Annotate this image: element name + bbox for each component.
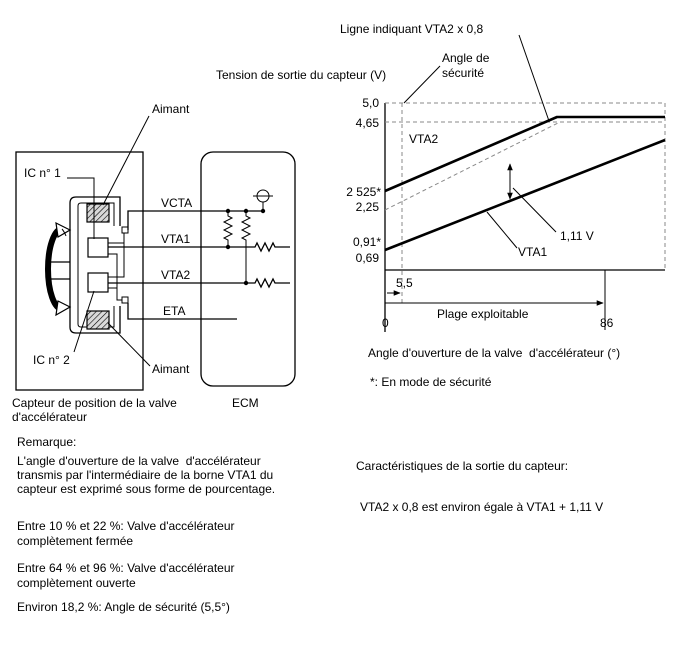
notes-closed-line: Entre 10 % et 22 %: Valve d'accélérateur — [17, 519, 235, 533]
safety-angle-label: sécurité — [442, 66, 484, 80]
notes: Remarque: L'angle d'ouverture de la valv… — [17, 435, 275, 614]
wire-vta2 — [108, 277, 290, 289]
vta2-wire-label: VTA2 — [161, 268, 190, 282]
rotation-arrow-icon — [45, 221, 72, 317]
leader-vta1 — [486, 211, 518, 249]
y-tick-label: 2 525* — [346, 185, 381, 199]
junction-dot — [225, 208, 231, 214]
wire-vta1 — [108, 241, 290, 253]
leader-line-note — [518, 34, 550, 122]
connector-pin-vcta — [121, 226, 129, 234]
vta2-curve-label: VTA2 — [409, 132, 438, 146]
vta1-curve-label: VTA1 — [518, 245, 547, 259]
notes-intro-line: L'angle d'ouverture de la valve d'accélé… — [17, 454, 261, 468]
magnet-bottom — [86, 310, 110, 330]
hall-ic-1 — [87, 237, 109, 258]
magnet-top-label: Aimant — [152, 102, 190, 116]
notes-open-line: complètement ouverte — [17, 576, 136, 590]
leader-magnet-top — [102, 115, 150, 206]
sensor-caption-line: d'accélérateur — [12, 410, 87, 424]
y-tick-label: 2,25 — [356, 200, 380, 214]
notes-closed-line: complètement fermée — [17, 534, 133, 548]
range-label: Plage exploitable — [437, 307, 529, 321]
power-supply-icon — [253, 189, 273, 211]
safety-angle-label: Angle de — [442, 51, 490, 65]
sensor-circuit: Aimant IC n° 1 VCTA VTA1 VTA2 ETA IC n° … — [12, 102, 296, 424]
junction-dot — [225, 244, 231, 250]
sensor-housing — [15, 151, 144, 391]
delta-label: 1,11 V — [560, 229, 594, 243]
ic2-label: IC n° 2 — [33, 353, 70, 367]
ic-power-bus — [108, 231, 125, 278]
leader-delta — [512, 187, 557, 233]
magnet-top — [86, 203, 110, 223]
eta-label: ETA — [163, 304, 185, 318]
vta2-x0-8-dashed-curve — [384, 121, 561, 211]
junction-dot — [243, 208, 249, 214]
leader-ic1 — [67, 177, 95, 239]
line-note-label: Ligne indiquant VTA2 x 0,8 — [340, 22, 484, 36]
notes-safety-line: Environ 18,2 %: Angle de sécurité (5,5°) — [17, 600, 230, 614]
leader-ic2 — [73, 290, 95, 353]
vta1-wire-label: VTA1 — [161, 232, 190, 246]
pullup-resistor-vta1 — [222, 211, 234, 247]
leader-safety-angle — [403, 65, 441, 104]
magnet-yoke-inner — [77, 202, 115, 328]
ic1-label: IC n° 1 — [24, 166, 61, 180]
notes-intro-line: transmis par l'intermédiaire de la borne… — [17, 468, 273, 482]
y-axis-title: Tension de sortie du capteur (V) — [216, 68, 386, 82]
characteristics: Caractéristiques de la sortie du capteur… — [356, 459, 603, 514]
graph-footnote: *: En mode de sécurité — [370, 375, 492, 389]
y-tick-label: 4,65 — [356, 116, 380, 130]
notes-title: Remarque: — [17, 435, 76, 449]
vta2-curve — [384, 115, 665, 193]
ecm-box — [200, 151, 296, 387]
leader-magnet-bottom — [107, 322, 151, 367]
notes-open-line: Entre 64 % et 96 %: Valve d'accélérateur — [17, 561, 235, 575]
sensor-caption-line: Capteur de position de la valve — [12, 396, 177, 410]
wire-vcta — [127, 210, 263, 230]
x-axis-title: Angle d'ouverture de la valve d'accéléra… — [368, 346, 620, 360]
pullup-resistor-vta2 — [240, 211, 252, 283]
vcta-label: VCTA — [161, 196, 192, 210]
ic-ground-bus — [108, 253, 124, 301]
magnet-bottom-label: Aimant — [152, 362, 190, 376]
y-tick-label: 0,91* — [353, 235, 381, 249]
magnet-yoke — [69, 196, 121, 334]
junction-dot — [243, 280, 249, 286]
x-safety-label: 5,5 — [396, 276, 413, 290]
y-tick-label: 5,0 — [362, 96, 379, 110]
characteristics-title: Caractéristiques de la sortie du capteur… — [356, 459, 568, 473]
x-min-label: 0 — [382, 316, 389, 330]
vta1-curve — [384, 138, 666, 252]
hall-ic-2 — [87, 272, 109, 293]
y-tick-label: 0,69 — [356, 251, 380, 265]
x-max-label: 86 — [600, 316, 614, 330]
output-graph: Ligne indiquant VTA2 x 0,8 Angle de sécu… — [216, 22, 666, 389]
ecm-label: ECM — [232, 396, 259, 410]
notes-intro-line: capteur est exprimé sous forme de pource… — [17, 482, 275, 496]
connector-pin-eta — [121, 296, 129, 304]
characteristics-formula: VTA2 x 0,8 est environ égale à VTA1 + 1,… — [360, 500, 603, 514]
